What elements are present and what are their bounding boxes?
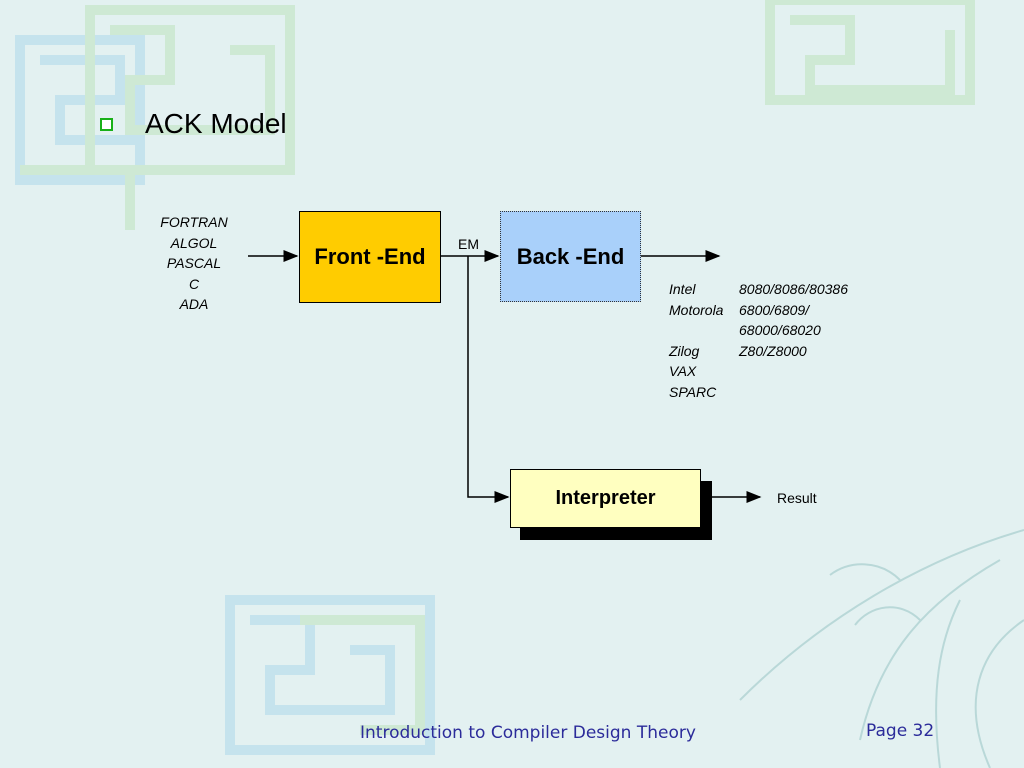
page-number: Page 32 <box>866 721 935 741</box>
target-name: SPARC <box>669 383 717 400</box>
footer-title: Introduction to Compiler Design Theory <box>360 723 696 743</box>
target-row: Zilog Z80/Z8000 <box>669 341 848 362</box>
target-machine-list: Intel 8080/8086/80386 Motorola 6800/6809… <box>669 279 848 402</box>
front-end-box: Front -End <box>299 211 441 303</box>
target-chips: 68000/68020 <box>739 322 821 338</box>
language-item: PASCAL <box>166 255 222 271</box>
target-row: SPARC <box>669 382 848 403</box>
source-language-list: FORTRAN ALGOL PASCAL C ADA <box>140 212 248 315</box>
target-chips: 8080/8086/80386 <box>739 281 848 297</box>
language-item: ALGOL <box>170 234 218 251</box>
result-label: Result <box>777 490 817 506</box>
em-label: EM <box>458 236 479 252</box>
target-row: Intel 8080/8086/80386 <box>669 279 848 300</box>
target-name <box>669 320 739 341</box>
back-end-box: Back -End <box>500 211 641 302</box>
language-item: ADA <box>179 296 209 312</box>
target-name: Zilog <box>669 342 700 359</box>
target-name: VAX <box>669 363 697 379</box>
target-chips: Z80/Z8000 <box>739 342 807 359</box>
target-row: VAX <box>669 361 848 382</box>
target-name: Motorola <box>669 301 724 318</box>
language-item: FORTRAN <box>160 214 228 230</box>
target-row: Motorola 6800/6809/ <box>669 300 848 321</box>
target-name: Intel <box>669 281 696 297</box>
slide-title: ACK Model <box>145 108 287 139</box>
target-row: 68000/68020 <box>669 320 848 341</box>
bullet-row: ACK Model <box>100 108 287 140</box>
interpreter-branch-line <box>467 256 510 503</box>
bullet-square-icon <box>100 117 113 131</box>
interpreter-box: Interpreter <box>510 469 701 528</box>
target-chips: 6800/6809/ <box>739 301 810 318</box>
language-item: C <box>188 275 200 292</box>
